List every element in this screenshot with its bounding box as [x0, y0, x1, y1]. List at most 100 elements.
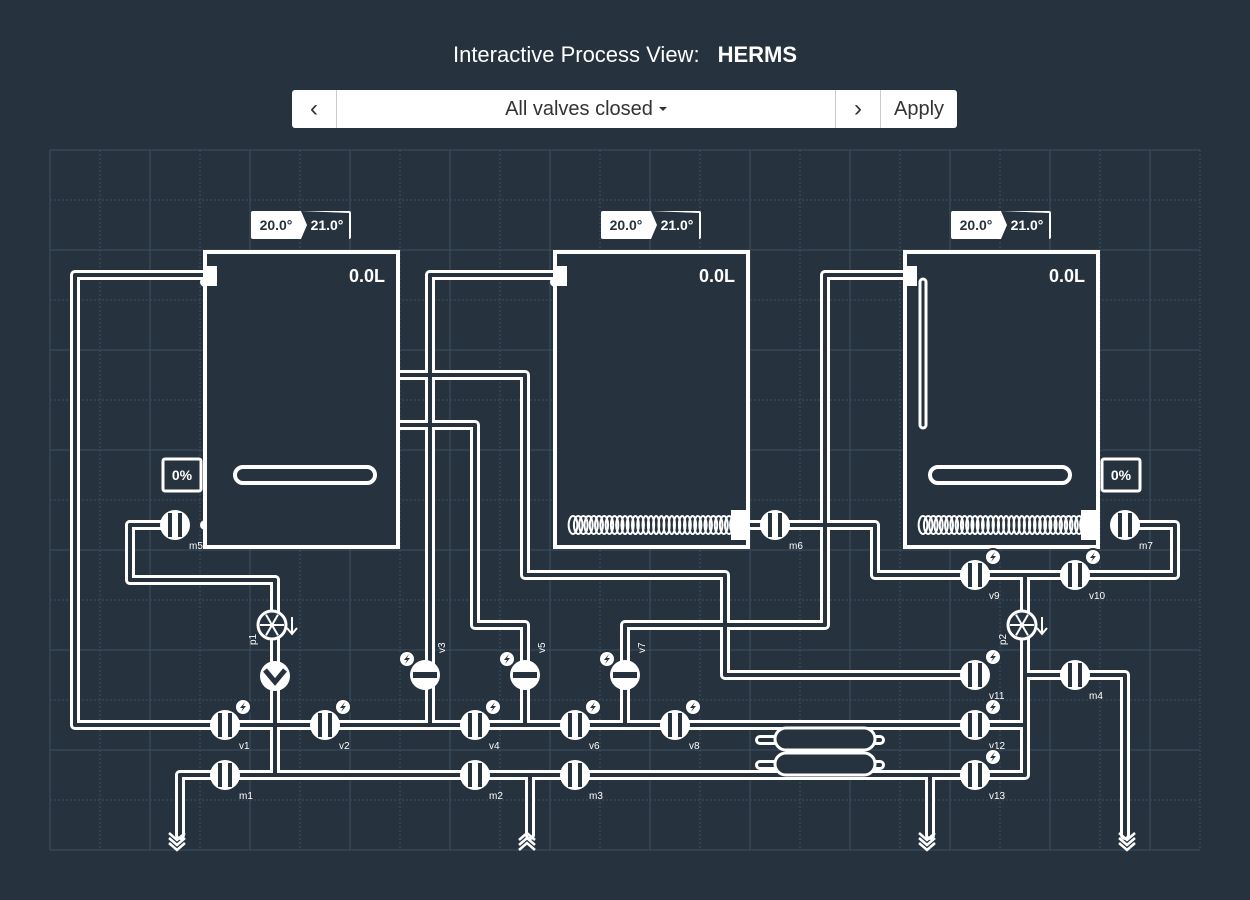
coil-loop — [672, 515, 682, 535]
chevron-down-icon — [918, 837, 936, 847]
next-button[interactable]: › — [836, 90, 881, 128]
coil-loop — [718, 515, 729, 535]
pump-p1[interactable]: p1 — [248, 609, 298, 645]
chevron-down-icon — [168, 832, 186, 842]
coil-loop — [1022, 515, 1032, 535]
coil-loop — [609, 515, 620, 535]
check-valve-body — [260, 661, 290, 691]
valve-v10[interactable]: v10 — [1060, 548, 1106, 602]
inlet-water[interactable] — [518, 831, 536, 851]
previous-button[interactable]: ‹ — [292, 90, 337, 128]
valve-handle — [178, 513, 182, 537]
lightning-bolt — [990, 702, 996, 712]
valve-m2[interactable]: m2 — [460, 760, 503, 802]
check-valve — [260, 661, 290, 691]
coil-loop — [959, 515, 970, 535]
flow-arrow-icon — [286, 617, 298, 636]
chevron-down-icon — [168, 837, 186, 847]
valve-label: m3 — [589, 791, 603, 802]
coil-loop — [677, 515, 687, 535]
preset-value: All valves closed — [505, 97, 653, 120]
valve-m4[interactable]: m4 — [1060, 660, 1103, 702]
valve-label: v2 — [339, 741, 350, 752]
valve-m6[interactable]: m6 — [760, 510, 803, 552]
valve-body — [960, 660, 990, 690]
valve-v9[interactable]: v9 — [960, 548, 1002, 602]
coil-loop — [944, 515, 954, 535]
coil-connector — [731, 510, 748, 540]
coil-loop — [693, 515, 703, 535]
valve-v13[interactable]: v13 — [960, 748, 1006, 802]
caret-down-icon — [658, 107, 667, 111]
valve-handle — [468, 763, 472, 787]
valve-v6[interactable]: v6 — [560, 698, 602, 752]
valve-handle — [778, 513, 782, 537]
pump-blade — [1021, 614, 1029, 626]
inlet-fitting — [203, 266, 217, 286]
valve-v1[interactable]: v1 — [210, 698, 252, 752]
valve-handle — [513, 672, 537, 678]
valve-v5[interactable]: v5 — [498, 642, 548, 690]
outlet-drain[interactable] — [918, 832, 936, 852]
valve-body — [960, 560, 990, 590]
flow-arrow-icon — [1036, 617, 1048, 636]
valve-v7[interactable]: v7 — [598, 642, 648, 690]
valve-handle — [968, 563, 972, 587]
coil-loop — [599, 515, 610, 535]
valve-v8[interactable]: v8 — [660, 698, 702, 752]
coil-loop — [928, 515, 939, 535]
temp-actual: 21.0° — [661, 217, 694, 233]
outlet-drain[interactable] — [168, 832, 186, 852]
coil-loop — [1058, 515, 1069, 535]
valve-label: m2 — [489, 791, 503, 802]
outlet-drain[interactable] — [1118, 832, 1136, 852]
lightning-bolt — [990, 752, 996, 762]
pump-label: p2 — [998, 633, 1009, 645]
pipe-inner — [1023, 673, 1127, 837]
valve-handle — [1068, 563, 1072, 587]
chevron-right-icon: › — [854, 95, 862, 122]
valve-m7[interactable]: m7 — [1110, 510, 1153, 552]
valve-m1[interactable]: m1 — [210, 760, 253, 802]
chevron-down-icon — [918, 842, 936, 852]
valve-label: m4 — [1089, 691, 1103, 702]
valve-body — [1060, 660, 1090, 690]
valve-v4[interactable]: v4 — [460, 698, 502, 752]
valve-handle — [1078, 663, 1082, 687]
coil-loop — [631, 515, 640, 535]
lightning-bolt — [404, 654, 410, 664]
valve-v3[interactable]: v3 — [398, 642, 448, 690]
valve-handle — [578, 763, 582, 787]
valve-m3[interactable]: m3 — [560, 760, 603, 802]
valve-handle — [218, 763, 222, 787]
pump-blade — [1015, 614, 1023, 626]
parts: v1 v2 v4 v6 v8 v12 m1 m2 m3 v13 v3 v5 v7 v11 m4 v9 v10 m5… — [160, 510, 1153, 852]
valve-body — [460, 710, 490, 740]
valve-label: v8 — [689, 741, 700, 752]
temp-setpoint: 20.0° — [960, 217, 993, 233]
lightning-bolt — [1090, 552, 1096, 562]
pump-p2[interactable]: p2 — [998, 609, 1048, 645]
valve-v2[interactable]: v2 — [310, 698, 352, 752]
valve-v12[interactable]: v12 — [960, 698, 1006, 752]
valve-handle — [1128, 513, 1132, 537]
valve-handle — [978, 663, 982, 687]
valve-body — [560, 710, 590, 740]
valve-handle — [318, 713, 322, 737]
valve-body — [960, 710, 990, 740]
coil-loop — [688, 515, 698, 535]
coil-loop — [1048, 515, 1058, 535]
preset-dropdown[interactable]: All valves closed — [337, 90, 836, 128]
valve-m5[interactable]: m5 — [160, 510, 203, 552]
coil-loop — [1027, 515, 1037, 535]
valve-handle — [668, 713, 672, 737]
valve-v11[interactable]: v11 — [960, 648, 1005, 702]
apply-button[interactable]: Apply — [893, 97, 945, 120]
coil-loop — [667, 515, 676, 535]
valve-body — [310, 710, 340, 740]
coil-loop — [954, 515, 965, 535]
temp-actual: 21.0° — [1011, 217, 1044, 233]
